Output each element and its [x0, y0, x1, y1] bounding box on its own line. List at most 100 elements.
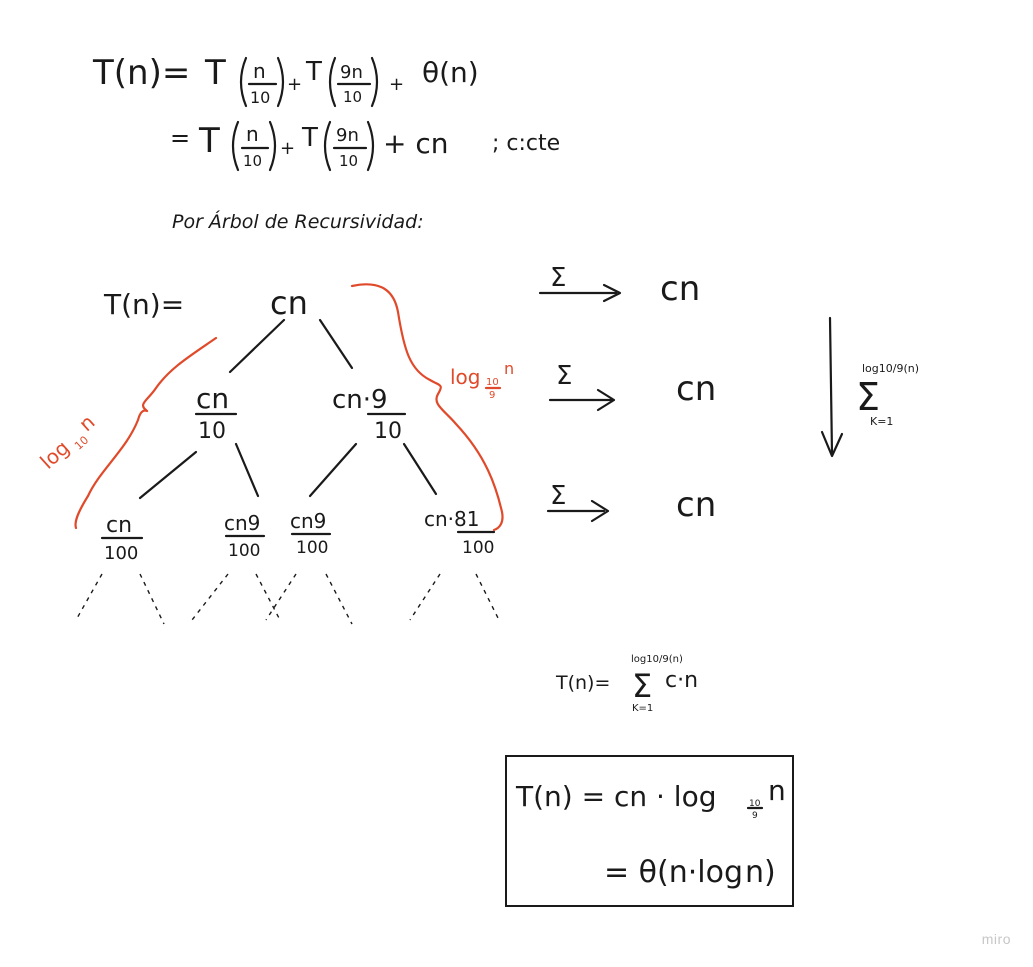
left-depth-base: 10: [72, 434, 91, 453]
right-depth-brace: [350, 283, 504, 532]
edge-root-left: [228, 318, 286, 374]
edge-l1right-left: [308, 442, 358, 498]
down-arrow-shaft: [828, 316, 834, 456]
result-box: T(n) = cn · log 10 9 n = θ(n·log n): [505, 755, 794, 907]
eq1-theta: θ(n): [422, 56, 479, 89]
right-depth-log: log: [450, 365, 481, 389]
tree-root: cn: [270, 284, 308, 322]
l2-node-4-num: cn·81: [424, 507, 479, 531]
right-depth-base-num: 10: [486, 377, 499, 388]
side-sum-symbol: Σ: [856, 375, 880, 419]
right-depth-label: log 10 9 n: [450, 359, 514, 401]
l2-node-1-num: cn: [106, 513, 132, 538]
eq1-t1: T: [204, 53, 226, 93]
left-depth-label: log 10 n: [35, 410, 99, 474]
l2-node-4-den: 100: [462, 538, 494, 558]
result-line1-base-num: 10: [749, 799, 761, 809]
right-depth-base-den: 9: [489, 390, 495, 401]
l2-node-2-den: 100: [228, 541, 260, 561]
side-sum-lower: K=1: [870, 415, 893, 428]
equation-line-1: T(n)= T n 10 + T 9n 10 + θ(n): [92, 53, 479, 108]
left-depth-arg: n: [74, 410, 99, 436]
recursion-tree: T(n)= cn cn 10 cn·9 10 cn 100 cn9 100 cn…: [35, 283, 514, 625]
level-3-arrow-head: [590, 499, 610, 523]
eq2-t2-den: 10: [339, 152, 358, 170]
eq2-t1: T: [198, 121, 220, 161]
eq2-t2: T: [301, 123, 318, 153]
eq2-note: ; c:cte: [492, 131, 560, 156]
eq1-lhs: T(n)=: [92, 53, 190, 93]
eq2-paren-open-1: [231, 120, 240, 172]
l1-right-den: 10: [374, 419, 402, 444]
sum-formula-symbol: Σ: [632, 667, 652, 705]
eq2-plus-1: +: [280, 138, 295, 159]
eq1-t1-num: n: [253, 59, 266, 83]
eq2-paren-open-2: [323, 120, 332, 172]
sum-formula-body: c·n: [665, 668, 698, 693]
dash-7: [409, 573, 441, 621]
eq2-tail: + cn: [383, 127, 449, 160]
dash-8: [475, 573, 501, 623]
result-frame: [505, 755, 794, 907]
result-line2: = θ(n·log: [604, 855, 743, 890]
eq1-plus-2: +: [389, 74, 404, 95]
eq2-t2-num: 9n: [336, 125, 359, 146]
result-line1-base-den: 9: [752, 811, 758, 821]
eq1-t1-den: 10: [250, 88, 270, 107]
l2-node-3-num: cn9: [290, 509, 326, 533]
result-line1: T(n) = cn · log: [515, 780, 716, 813]
side-sum: log10/9(n) Σ K=1: [856, 362, 919, 428]
left-depth-log: log: [35, 435, 74, 473]
l2-node-2-num: cn9: [224, 511, 260, 535]
dash-4: [255, 573, 281, 621]
eq1-plus-1: +: [287, 74, 302, 95]
dash-2: [139, 573, 165, 625]
sum-formula-lhs: T(n)=: [555, 672, 610, 694]
edge-root-right: [318, 318, 354, 370]
eq1-t2-den: 10: [343, 88, 362, 106]
dash-3: [191, 573, 229, 621]
eq2-t1-num: n: [246, 122, 259, 146]
dash-1: [75, 573, 103, 621]
l1-right-num: cn·9: [332, 385, 388, 415]
level-2-sigma: Σ: [556, 361, 572, 391]
level-sum-1: Σ cn: [538, 263, 700, 309]
right-depth-arg: n: [504, 359, 514, 378]
edge-l1left-left: [138, 450, 198, 500]
l1-left-den: 10: [198, 419, 226, 444]
eq1-paren-open-1: [239, 56, 248, 108]
l1-left-num: cn: [196, 382, 229, 415]
l2-node-3-den: 100: [296, 538, 328, 558]
level-1-value: cn: [660, 269, 700, 309]
l2-node-1-den: 100: [104, 543, 138, 564]
level-3-sigma: Σ: [550, 481, 566, 511]
level-sum-3: Σ cn: [546, 481, 716, 525]
level-2-arrow-head: [596, 388, 616, 412]
down-arrow-head: [820, 430, 844, 458]
level-sum-2: Σ cn: [548, 361, 716, 412]
down-arrow: [820, 316, 844, 458]
level-2-value: cn: [676, 369, 716, 409]
eq2-paren-close-1: [268, 120, 277, 172]
tree-root-label: T(n)=: [103, 288, 184, 321]
eq1-t2-num: 9n: [340, 62, 363, 83]
dash-6: [325, 573, 353, 625]
eq1-paren-close-1: [276, 56, 285, 108]
edge-l1left-right: [234, 442, 260, 498]
sum-formula: T(n)= log10/9(n) Σ K=1 c·n: [555, 654, 698, 714]
eq2-equals: =: [170, 124, 190, 152]
level-1-arrow-head: [602, 283, 622, 303]
edge-l1right-right: [402, 442, 438, 496]
eq1-t2: T: [305, 57, 322, 87]
eq1-paren-close-2: [370, 56, 379, 108]
left-depth-brace: [74, 336, 218, 530]
result-line1-arg: n: [768, 774, 786, 807]
sum-formula-upper: log10/9(n): [631, 654, 683, 665]
eq1-paren-open-2: [328, 56, 337, 108]
eq2-t1-den: 10: [243, 152, 262, 170]
equation-line-2: = T n 10 + T 9n 10 + cn ; c:cte: [170, 120, 560, 172]
level-3-value: cn: [676, 485, 716, 525]
eq2-paren-close-2: [366, 120, 375, 172]
watermark: miro: [981, 931, 1011, 947]
